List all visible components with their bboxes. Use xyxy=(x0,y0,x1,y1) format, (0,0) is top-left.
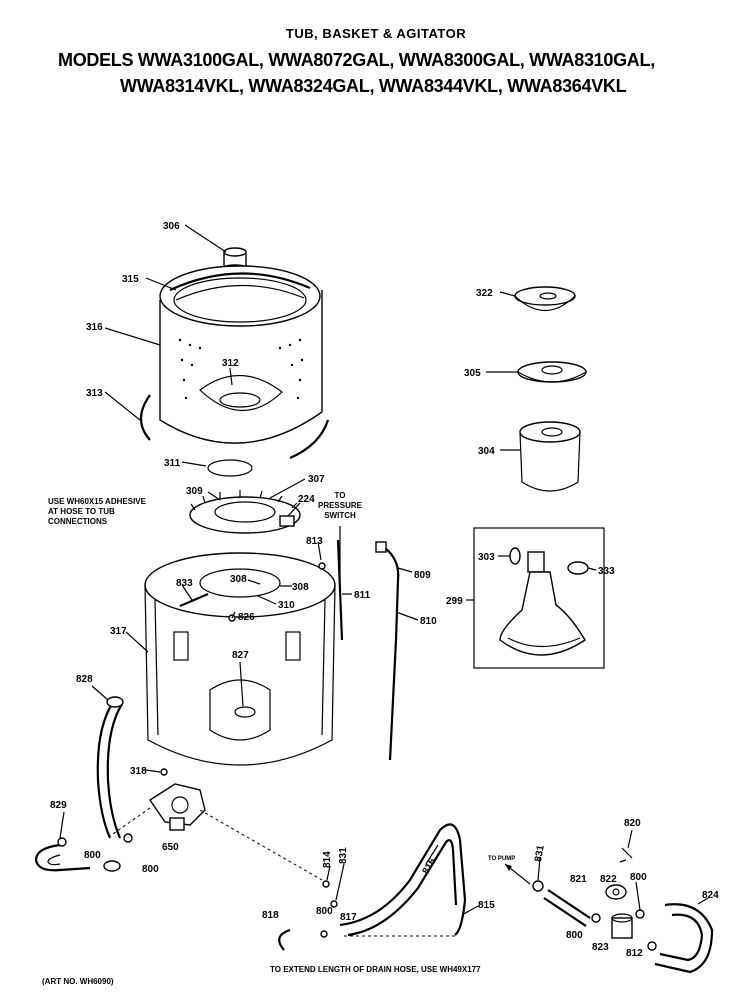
models-line-2: WWA8314VKL, WWA8324GAL, WWA8344VKL, WWA8… xyxy=(120,76,627,96)
agitator-box-299 xyxy=(473,527,605,669)
label-304: 304 xyxy=(478,446,495,457)
hose-810 xyxy=(375,541,400,761)
label-822: 822 xyxy=(600,874,617,885)
pump-650 xyxy=(149,768,206,831)
label-800d: 800 xyxy=(630,872,647,883)
label-333: 333 xyxy=(598,566,615,577)
label-821: 821 xyxy=(570,874,587,885)
label-818: 818 xyxy=(262,910,279,921)
label-800b: 800 xyxy=(142,864,159,875)
label-828: 828 xyxy=(76,674,93,685)
label-303: 303 xyxy=(478,552,495,563)
agitator-top-305 xyxy=(517,361,587,383)
notes: USE WH60X15 ADHESIVE AT HOSE TO TUB CONN… xyxy=(42,491,515,986)
adhesive-note-line-2: AT HOSE TO TUB xyxy=(48,507,115,516)
part-303 xyxy=(509,547,521,565)
label-309: 309 xyxy=(186,486,203,497)
label-831b: 831 xyxy=(533,844,547,863)
clip-820 xyxy=(619,847,633,863)
label-317: 317 xyxy=(110,626,127,637)
ring-311 xyxy=(207,459,253,477)
label-312: 312 xyxy=(222,358,239,369)
label-308b: 308 xyxy=(292,582,309,593)
diagram-title: TUB, BASKET & AGITATOR xyxy=(285,26,467,41)
outer-tub-317 xyxy=(144,552,336,766)
tube-811 xyxy=(336,539,344,641)
pressure-switch-note-1: TO xyxy=(335,491,346,500)
clip-313b xyxy=(289,419,330,460)
part-822 xyxy=(605,884,627,900)
fitting-823 xyxy=(611,913,633,939)
part-labels: 306 315 316 312 313 311 309 307 224 813 … xyxy=(50,221,719,959)
label-810: 810 xyxy=(420,616,437,627)
label-824: 824 xyxy=(702,890,719,901)
label-305: 305 xyxy=(464,368,481,379)
clip-313 xyxy=(139,394,151,441)
hose-828 xyxy=(96,696,124,839)
label-827: 827 xyxy=(232,650,249,661)
label-800c: 800 xyxy=(316,906,333,917)
hose-821 xyxy=(543,889,591,927)
label-813: 813 xyxy=(306,536,323,547)
label-820: 820 xyxy=(624,818,641,829)
label-650: 650 xyxy=(162,842,179,853)
part-333 xyxy=(567,561,589,575)
label-800a: 800 xyxy=(84,850,101,861)
label-313: 313 xyxy=(86,388,103,399)
hose-829 xyxy=(34,843,91,872)
label-322: 322 xyxy=(476,288,493,299)
drain-hose-815 xyxy=(339,823,467,937)
adhesive-note-line-1: USE WH60X15 ADHESIVE xyxy=(48,497,147,506)
spin-basket-316 xyxy=(159,265,323,444)
label-316: 316 xyxy=(86,322,103,333)
adhesive-note-line-3: CONNECTIONS xyxy=(48,517,108,526)
drain-hose-note: TO EXTEND LENGTH OF DRAIN HOSE, USE WH49… xyxy=(270,965,481,974)
label-809: 809 xyxy=(414,570,431,581)
label-318: 318 xyxy=(130,766,147,777)
agitator-299 xyxy=(499,547,589,656)
pressure-switch-note-3: SWITCH xyxy=(324,511,356,520)
label-307: 307 xyxy=(308,474,325,485)
pressure-switch-note-2: PRESSURE xyxy=(318,501,363,510)
label-812: 812 xyxy=(626,948,643,959)
basket-assembly xyxy=(139,247,330,534)
label-829: 829 xyxy=(50,800,67,811)
models-line-1: MODELS WWA3100GAL, WWA8072GAL, WWA8300GA… xyxy=(58,50,655,70)
label-224: 224 xyxy=(298,494,315,505)
label-817: 817 xyxy=(340,912,357,923)
label-831a: 831 xyxy=(338,847,349,864)
label-299: 299 xyxy=(446,596,463,607)
label-814: 814 xyxy=(322,851,333,868)
clamp-818 xyxy=(278,928,291,951)
label-308a: 308 xyxy=(230,574,247,585)
label-315: 315 xyxy=(122,274,139,285)
art-number: (ART NO. WH6090) xyxy=(42,977,114,986)
label-311: 311 xyxy=(164,458,181,469)
seal-assembly-307 xyxy=(189,490,301,534)
label-823: 823 xyxy=(592,942,609,953)
label-833: 833 xyxy=(176,578,193,589)
label-811: 811 xyxy=(354,590,371,601)
leader-lines xyxy=(59,224,709,916)
label-800e: 800 xyxy=(566,930,583,941)
label-826: 826 xyxy=(238,612,255,623)
agitator-cap-322 xyxy=(514,286,576,311)
hose-824 xyxy=(654,903,714,974)
to-pump-note: TO PUMP xyxy=(488,856,515,862)
auger-304 xyxy=(519,421,581,492)
label-306: 306 xyxy=(163,221,180,232)
label-310: 310 xyxy=(278,600,295,611)
label-815: 815 xyxy=(478,900,495,911)
